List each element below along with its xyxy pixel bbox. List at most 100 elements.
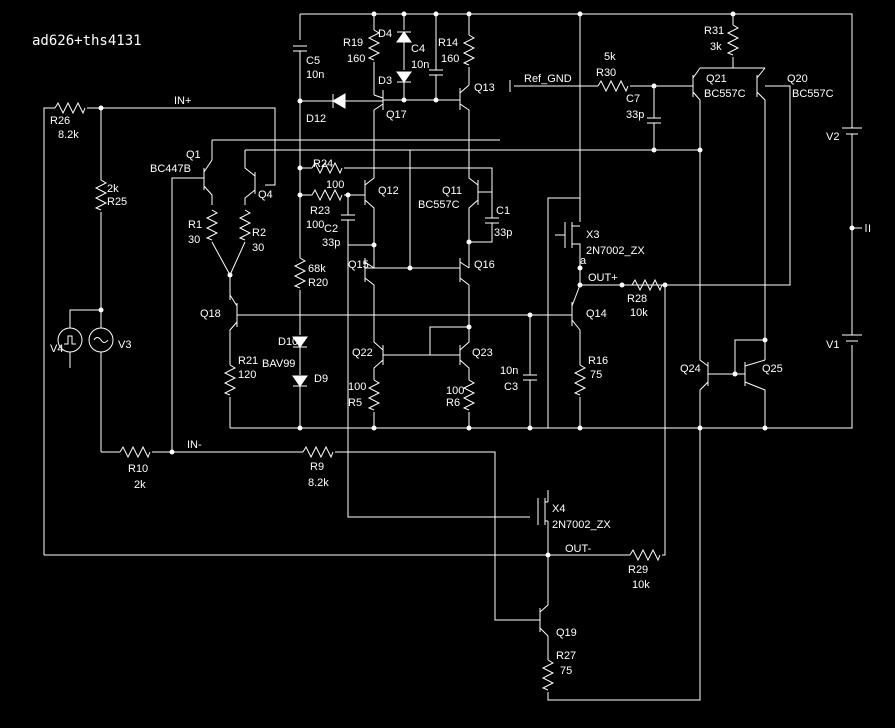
label-r19: R19 xyxy=(343,37,363,49)
label-v3: V3 xyxy=(118,339,131,351)
label-r25v: 2k xyxy=(107,183,119,195)
transistor-q25 xyxy=(734,339,766,428)
resistor-r19 xyxy=(368,29,380,95)
mosfet-x4 xyxy=(347,245,549,555)
ref-gnd-input xyxy=(509,80,685,92)
transistor-q16 xyxy=(410,258,470,325)
left-input-net xyxy=(43,102,276,555)
label-in-: IN+ xyxy=(174,95,191,107)
transistor-q23 xyxy=(429,325,475,428)
label-r23: R23 xyxy=(310,205,330,217)
label-q14: Q14 xyxy=(586,308,607,320)
label-r14v: 160 xyxy=(441,53,459,65)
label-r14: R14 xyxy=(438,37,458,49)
capacitor-c3 xyxy=(523,315,537,428)
transistor-q14 xyxy=(530,284,586,428)
label-c5: C5 xyxy=(306,55,320,67)
label-i: I xyxy=(868,223,871,235)
label-r2: R2 xyxy=(252,227,266,239)
resistor-r31 xyxy=(700,24,765,69)
label-r21v: 120 xyxy=(238,369,256,381)
transistor-q18 xyxy=(224,294,530,428)
label-q22: Q22 xyxy=(352,347,373,359)
label-r25: R25 xyxy=(107,196,127,208)
transistor-q11 xyxy=(468,130,492,268)
label-q20v: BC557C xyxy=(792,88,834,100)
label-r20v: 68k xyxy=(308,263,326,275)
label-r23v: 100 xyxy=(306,219,324,231)
label-out-: OUT+ xyxy=(588,272,618,284)
capacitor-c5 xyxy=(293,45,307,100)
label-r29v: 10k xyxy=(632,579,650,591)
diode-d9 xyxy=(292,375,308,428)
resistor-r20 xyxy=(294,100,306,335)
label-r30: R30 xyxy=(596,67,616,79)
source-v3 xyxy=(88,310,114,452)
label-q16: Q16 xyxy=(474,259,495,271)
label-q18: Q18 xyxy=(200,308,221,320)
label-c3: C3 xyxy=(504,381,518,393)
label-r27v: 75 xyxy=(560,665,572,677)
label-d10: D10 xyxy=(278,336,298,348)
label-r10: R10 xyxy=(128,463,148,475)
resistor-r23 xyxy=(300,189,365,201)
label-x3v: 2N7002_ZX xyxy=(586,245,645,257)
label-q12: Q12 xyxy=(378,185,399,197)
label-q4: Q4 xyxy=(258,189,273,201)
label-r21: R21 xyxy=(238,355,258,367)
capacitor-c2 xyxy=(341,195,374,246)
transistor-q12 xyxy=(364,150,375,268)
capacitor-c1 xyxy=(469,200,499,243)
label-r24: R24 xyxy=(313,158,333,170)
in-minus-net xyxy=(101,177,540,621)
label-d9: D9 xyxy=(314,373,328,385)
junctions xyxy=(98,11,855,558)
transistor-q22 xyxy=(368,320,460,428)
label-r5v: 100 xyxy=(348,381,366,393)
bottom-rail xyxy=(230,345,853,429)
label-q13: Q13 xyxy=(474,82,495,94)
label-q25: Q25 xyxy=(762,363,783,375)
schematic-title: ad626+ths4131 xyxy=(32,33,142,49)
label-q11v: BC557C xyxy=(418,199,460,211)
label-v4: V4 xyxy=(50,343,63,355)
transistor-q1 xyxy=(190,139,500,205)
label-r28v: 10k xyxy=(630,307,648,319)
label-r26v: 8.2k xyxy=(58,129,79,141)
capacitor-c7 xyxy=(647,86,661,150)
label-r26: R26 xyxy=(50,115,70,127)
capacitor-c4 xyxy=(429,69,443,100)
transistor-q17 xyxy=(373,90,436,150)
diode-d12 xyxy=(300,93,383,109)
label-x3: X3 xyxy=(586,229,599,241)
label-r16v: 75 xyxy=(590,369,602,381)
label-r29: R29 xyxy=(628,564,648,576)
label-r6v: 100 xyxy=(446,385,464,397)
label-q1v: BC447B xyxy=(150,163,191,175)
transistor-q15 xyxy=(364,258,460,320)
label-q17: Q17 xyxy=(386,109,407,121)
label-r6: R6 xyxy=(446,397,460,409)
top-rail xyxy=(299,13,853,210)
label-d3: D3 xyxy=(378,75,392,87)
out-minus-net xyxy=(44,285,666,561)
label-c3v: 10n xyxy=(500,365,518,377)
transistor-q19 xyxy=(539,428,701,701)
label-q20: Q20 xyxy=(787,73,808,85)
transistor-q20 xyxy=(665,67,791,360)
label-r2v: 30 xyxy=(252,242,264,254)
label-c7: C7 xyxy=(626,93,640,105)
label-r24v: 100 xyxy=(326,179,344,191)
label-r9v: 8.2k xyxy=(308,477,329,489)
label-c2: C2 xyxy=(324,223,338,235)
source-v4 xyxy=(57,309,101,368)
transistor-q24 xyxy=(699,150,735,428)
resistors-r1-r2 xyxy=(206,209,251,300)
label-q23: Q23 xyxy=(472,347,493,359)
label-v2: V2 xyxy=(826,131,839,143)
label-r9: R9 xyxy=(310,461,324,473)
label-ref: Ref_GND xyxy=(524,73,572,85)
label-r30v: 5k xyxy=(604,51,616,63)
